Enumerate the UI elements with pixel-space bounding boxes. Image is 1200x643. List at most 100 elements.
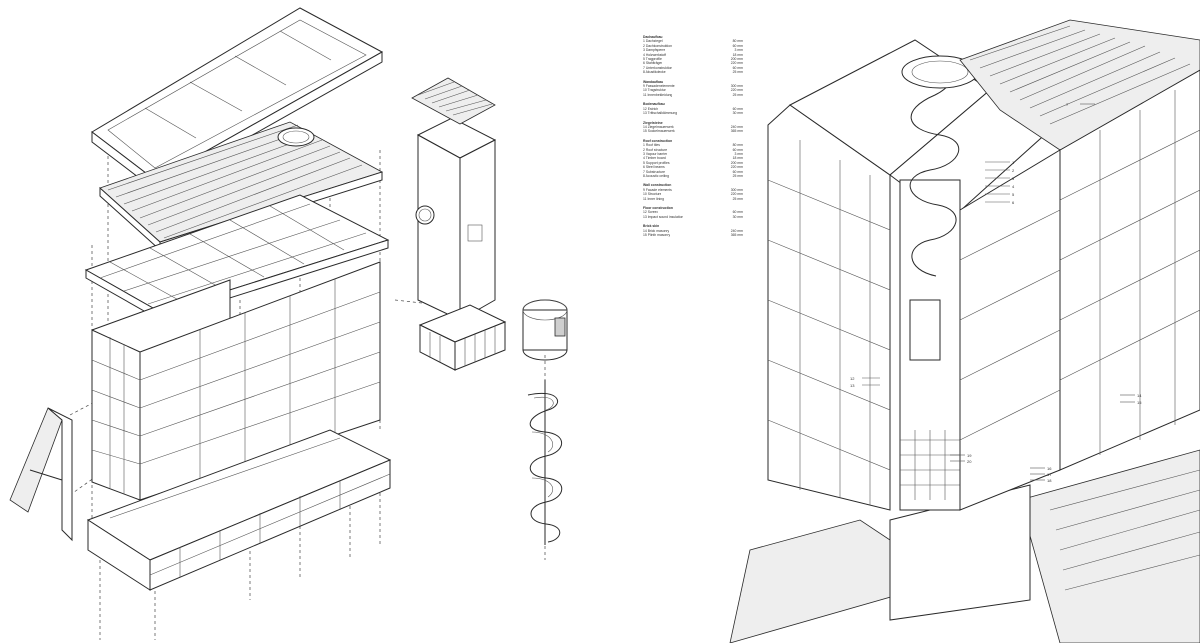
callout-label: 19 [967, 453, 972, 458]
stair-tower-roof-grille [411, 77, 496, 125]
legend-item-text: 11 Innenbekleidung [643, 92, 673, 97]
legend-row: 2 Roof structure 60 mm [643, 148, 743, 152]
stair-tower [415, 117, 497, 321]
callout-label: 18 [1047, 478, 1052, 483]
legend-item-text: 5 Support profiles [643, 160, 670, 165]
legend-item-value: 25 mm [732, 70, 743, 75]
right-facade-block [959, 19, 1200, 471]
legend-item-value: 30 mm [732, 214, 743, 219]
section-callouts: 1 2 3 4 5 6 7 12 13 14 15 [850, 102, 1142, 483]
brick-storage-block [418, 304, 507, 371]
legend-item-value: 80 mm [732, 39, 743, 44]
legend-row: 5 Support profiles 200 mm [643, 161, 743, 165]
legend-item-text: 13 Trittschalldämmung [643, 111, 678, 116]
legend-item-value: 300 mm [730, 84, 743, 89]
legend-item-text: 9 Facade elements [643, 187, 672, 192]
legend-group-title: Wall construction [643, 183, 672, 188]
legend-group-title: Brick skin [643, 224, 660, 229]
callout-label: 7 [1066, 102, 1069, 107]
callout-label: 16 [1047, 466, 1052, 471]
legend-item-value: 240 mm [730, 124, 743, 129]
callout-label: 4 [1012, 184, 1015, 189]
legend-item-text: 3 Dampfsperre [643, 48, 666, 53]
legend-item-text: 12 Screed [643, 210, 659, 215]
legend-item-text: 11 Inner lining [643, 196, 665, 201]
legend-item-value: 200 mm [730, 57, 743, 62]
legend-row: 13 Impact sound insulation 30 mm [643, 215, 743, 219]
legend-row: 8 Acoustic ceiling 25 mm [643, 174, 743, 178]
sectional-axonometric-panel: 1 2 3 4 5 6 7 12 13 14 15 [600, 0, 1200, 643]
legend-item-value: 220 mm [730, 61, 743, 66]
legend-item-value: 18 mm [732, 156, 743, 161]
legend-group-title: Roof construction [643, 138, 673, 143]
brick-plinth [86, 429, 392, 591]
legend-item-value: 220 mm [730, 165, 743, 170]
legend-item-text: 10 Tragstruktur [643, 88, 666, 93]
floor-slabs-section [959, 149, 1061, 511]
legend-item-value: 25 mm [732, 196, 743, 201]
legend-group-title: Dachaufbau [643, 35, 663, 39]
legend-item-value: 60 mm [732, 43, 743, 48]
ground-plane [729, 449, 1200, 643]
legend-row: 1 Dachziegel 80 mm [643, 39, 743, 43]
legend-row: 9 Facade elements 300 mm [643, 188, 743, 192]
legend-item-text: 7 Unterkonstruktion [643, 65, 673, 70]
cylinder-module [522, 299, 568, 361]
legend-item-text: 1 Dachziegel [643, 39, 663, 44]
legend-item-text: 14 Brick masonry [643, 228, 670, 233]
callout-label: 17 [1047, 472, 1052, 477]
legend-item-value: 18 mm [732, 52, 743, 57]
legend-item-value: 60 mm [732, 106, 743, 111]
legend-item-value: 200 mm [730, 160, 743, 165]
legend-item-text: 7 Substructure [643, 169, 666, 174]
legend-row: 6 Stahlträger 220 mm [643, 61, 743, 65]
legend-item-value: 60 mm [732, 147, 743, 152]
legend-item-text: 2 Roof structure [643, 147, 668, 152]
sectional-axonometric-drawing: 1 2 3 4 5 6 7 12 13 14 15 [729, 19, 1200, 643]
legend-item-text: 13 Impact sound insulation [643, 214, 684, 219]
legend-item-text: 3 Vapour barrier [643, 151, 668, 156]
legend-row: 7 Unterkonstruktion 60 mm [643, 66, 743, 70]
legend-item-text: 10 Structure [643, 192, 662, 197]
callout-label: 12 [850, 376, 855, 381]
legend-row: 15 Sockelmauerwerk 365 mm [643, 129, 743, 133]
legend-item-text: 5 Tragprofile [643, 57, 662, 62]
exploded-axonometric-drawing [9, 7, 568, 640]
legend-item-text: 15 Sockelmauerwerk [643, 129, 675, 134]
legend-item-value: 365 mm [730, 233, 743, 238]
legend-item-value: 25 mm [732, 173, 743, 178]
legend-row: 14 Ziegelmauerwerk 240 mm [643, 125, 743, 129]
callout-label: 5 [1012, 192, 1015, 197]
legend-item-value: 60 mm [732, 65, 743, 70]
legend-item-value: 3 mm [734, 151, 743, 156]
legend-item-text: 8 Acoustic ceiling [643, 173, 670, 178]
legend-item-text: 12 Estrich [643, 106, 659, 111]
legend-item-text: 14 Ziegelmauerwerk [643, 124, 674, 129]
legend-item-value: 60 mm [732, 210, 743, 215]
legend-item-value: 300 mm [730, 187, 743, 192]
callout-label: 15 [1137, 400, 1142, 405]
legend-row: 11 Inner lining 25 mm [643, 197, 743, 201]
legend-item-value: 220 mm [730, 192, 743, 197]
legend-row: 4 Holzwerkstoff 18 mm [643, 53, 743, 57]
main-building-frame [91, 261, 381, 501]
legend-item-text: 8 Akustikdecke [643, 70, 666, 75]
callout-label: 2 [1012, 168, 1015, 173]
exploded-axonometric-panel [9, 7, 568, 640]
legend-item-text: 4 Holzwerkstoff [643, 52, 667, 57]
legend-row: 10 Structure 220 mm [643, 192, 743, 196]
legend-item-value: 365 mm [730, 129, 743, 134]
callout-label: 6 [1012, 200, 1015, 205]
legend-item-text: 6 Stahlträger [643, 61, 663, 66]
legend-item-text: 15 Plinth masonry [643, 233, 671, 238]
